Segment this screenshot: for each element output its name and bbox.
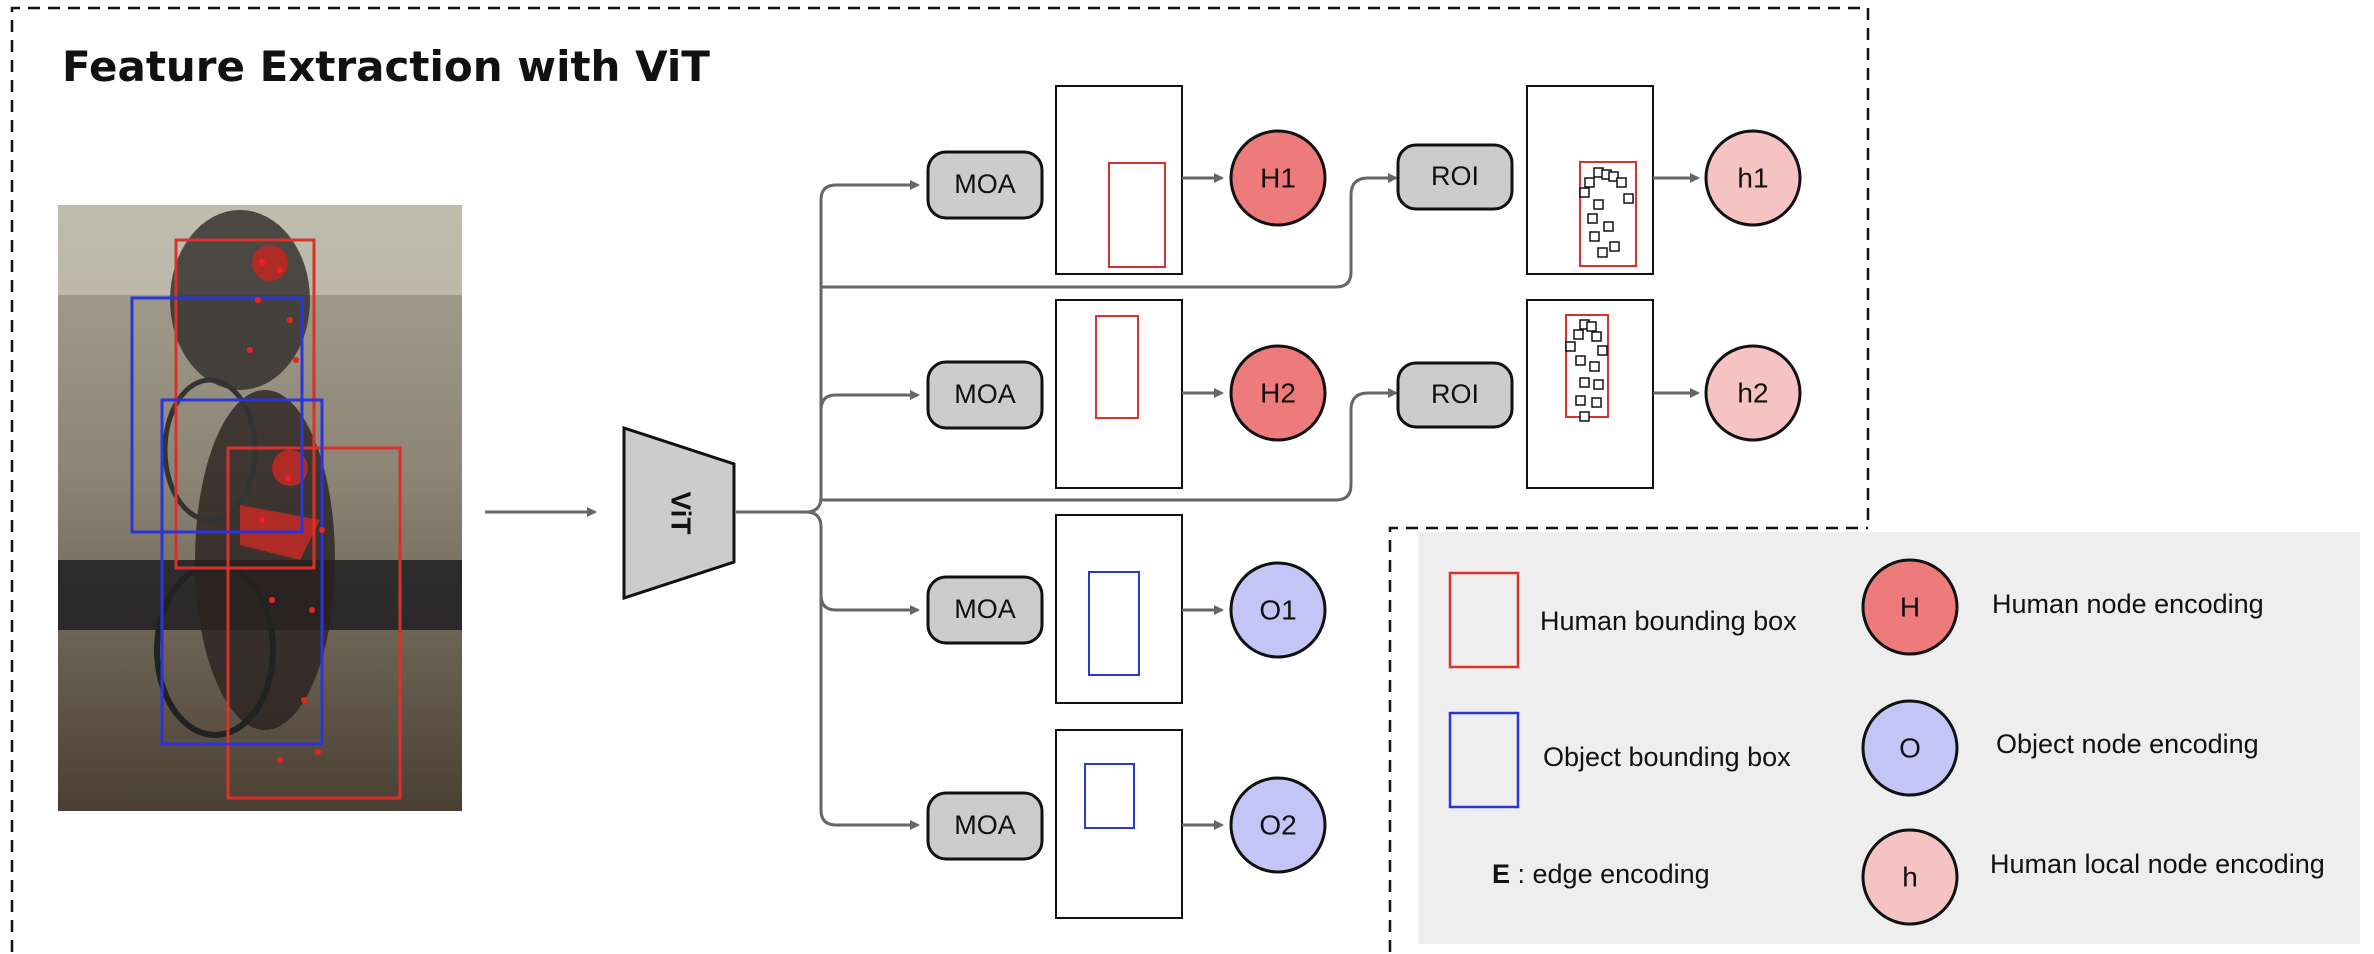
moa-frame-2-human-box xyxy=(1095,315,1139,419)
roi-frame-2-local-patches xyxy=(1565,319,1608,422)
branch-to-moa-4 xyxy=(819,595,920,830)
object-box-2 xyxy=(160,398,324,746)
branch-to-roi-1 xyxy=(821,173,1398,289)
moa-label-2: MOA xyxy=(954,379,1016,409)
legend-human-node-symbol: H xyxy=(1900,591,1920,622)
moa-frame-1-human-box xyxy=(1108,162,1166,268)
object-node-o1: O1 xyxy=(1229,561,1327,659)
legend-object-node-label: Object node encoding xyxy=(1996,729,2259,759)
human-box-2 xyxy=(226,446,402,800)
feature-extraction-frame xyxy=(10,6,1870,952)
legend-object-box-label: Object bounding box xyxy=(1543,742,1791,772)
moa-frame-3-object-box xyxy=(1088,571,1140,676)
human-node-label-1: H1 xyxy=(1260,162,1296,193)
legend-local-node-symbol: h xyxy=(1902,861,1918,892)
input-image xyxy=(58,205,462,811)
legend-human-box-swatch xyxy=(1448,571,1520,669)
local-node-h1: h1 xyxy=(1704,129,1802,227)
moa-frame-3 xyxy=(1055,514,1183,704)
moa-frame-4 xyxy=(1055,729,1183,919)
human-node-label-2: H2 xyxy=(1260,377,1296,408)
human-node-h2: H2 xyxy=(1229,344,1327,442)
legend-object-node-swatch: O xyxy=(1861,699,1959,797)
local-node-label-1: h1 xyxy=(1737,162,1768,193)
legend-object-box-swatch xyxy=(1448,711,1520,809)
moa-label-4: MOA xyxy=(954,810,1016,840)
moa-label-1: MOA xyxy=(954,169,1016,199)
legend-local-node-swatch: h xyxy=(1861,828,1959,926)
vit-label: ViT xyxy=(666,491,697,534)
moa-label-3: MOA xyxy=(954,594,1016,624)
moa-module-4: MOA xyxy=(926,791,1044,861)
moa-module-1: MOA xyxy=(926,150,1044,220)
moa-module-3: MOA xyxy=(926,575,1044,645)
branch-to-moa-1 xyxy=(736,180,920,514)
legend-edge-label: : edge encoding xyxy=(1510,859,1710,889)
local-node-h2: h2 xyxy=(1704,344,1802,442)
legend-frame-border xyxy=(1388,526,1868,952)
vit-backbone xyxy=(622,425,736,601)
local-node-label-2: h2 xyxy=(1737,377,1768,408)
legend-human-node-swatch: H xyxy=(1861,558,1959,656)
legend-object-node-symbol: O xyxy=(1899,732,1921,763)
moa-frame-1 xyxy=(1055,85,1183,275)
legend-human-box-label: Human bounding box xyxy=(1540,606,1797,636)
branch-to-moa-3 xyxy=(736,510,920,615)
keypoints xyxy=(247,259,325,763)
legend-edge-symbol: E xyxy=(1492,859,1510,889)
human-box-1 xyxy=(174,238,316,570)
moa-frame-2 xyxy=(1055,299,1183,489)
branch-to-moa-2 xyxy=(819,390,920,411)
roi-frame-1-local-patches xyxy=(1579,167,1634,258)
object-node-o2: O2 xyxy=(1229,776,1327,874)
legend-edge-row: E : edge encoding xyxy=(1492,859,1710,889)
roi-module-1: ROI xyxy=(1396,143,1514,211)
roi-label-1: ROI xyxy=(1431,161,1479,191)
moa-frame-4-object-box xyxy=(1084,763,1135,829)
roi-frame-1-human-box xyxy=(1579,161,1637,267)
moa-module-2: MOA xyxy=(926,360,1044,430)
human-node-h1: H1 xyxy=(1229,129,1327,227)
roi-label-2: ROI xyxy=(1431,379,1479,409)
diagram-title: Feature Extraction with ViT xyxy=(62,42,710,91)
legend-human-node-label: Human node encoding xyxy=(1992,589,2264,619)
legend-local-node-label: Human local node encoding xyxy=(1990,849,2325,879)
object-node-label-1: O1 xyxy=(1259,594,1296,625)
object-node-label-2: O2 xyxy=(1259,809,1296,840)
branch-to-roi-2 xyxy=(821,388,1398,502)
roi-module-2: ROI xyxy=(1396,361,1514,429)
object-box-1 xyxy=(130,296,304,534)
